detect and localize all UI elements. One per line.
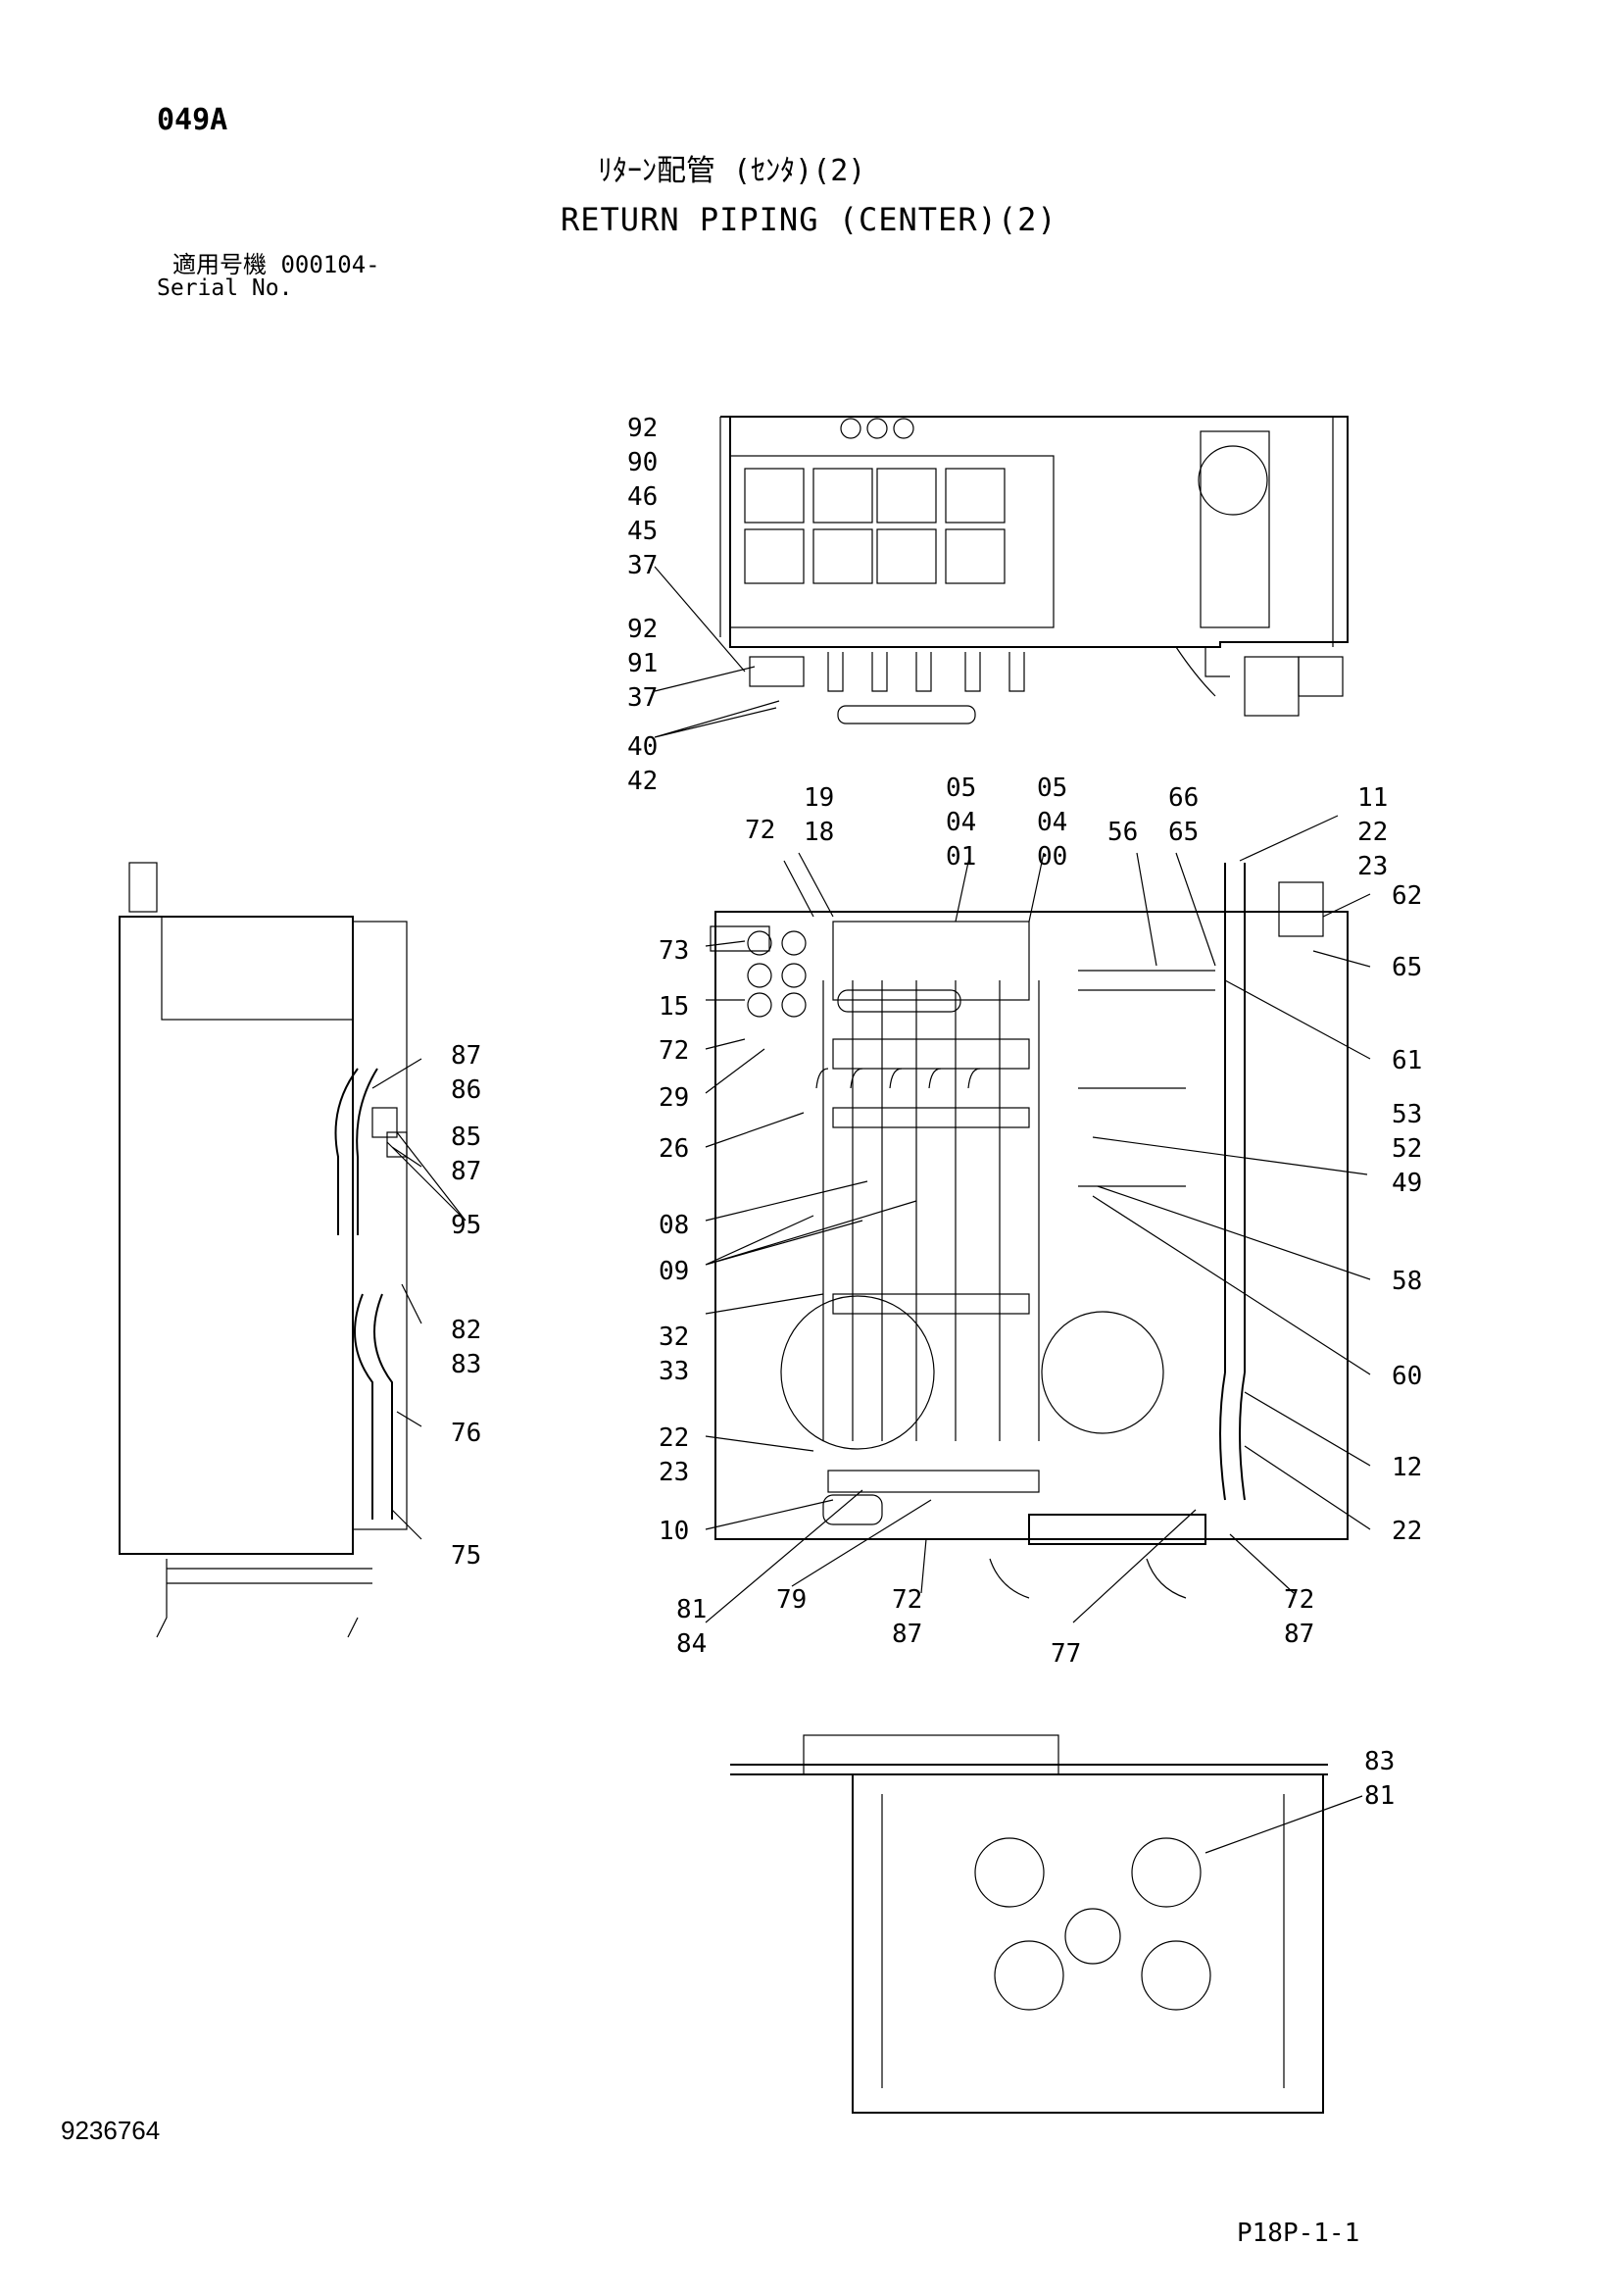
callout-label: 87 bbox=[1284, 1620, 1314, 1649]
callout-label: 75 bbox=[451, 1541, 481, 1571]
callout-label: 05 bbox=[946, 774, 976, 803]
callout-label: 12 bbox=[1392, 1453, 1422, 1482]
callout-label: 79 bbox=[776, 1585, 807, 1615]
callout-label: 37 bbox=[627, 551, 658, 580]
callout-label: 92 bbox=[627, 414, 658, 443]
callout-label: 72 bbox=[892, 1585, 922, 1615]
callout-label: 29 bbox=[659, 1083, 689, 1113]
callout-label: 65 bbox=[1168, 818, 1199, 847]
top-view bbox=[719, 416, 1349, 724]
callout-label: 08 bbox=[659, 1211, 689, 1240]
page-code: 049A bbox=[157, 103, 228, 137]
serial-label-english: Serial No. bbox=[157, 275, 293, 301]
page-reference: P18P-1-1 bbox=[1237, 2219, 1360, 2248]
callout-label: 60 bbox=[1392, 1362, 1422, 1391]
callout-label: 10 bbox=[659, 1517, 689, 1546]
callout-label: 72 bbox=[745, 816, 775, 845]
callout-label: 23 bbox=[1357, 852, 1388, 881]
callout-label: 90 bbox=[627, 448, 658, 477]
callout-numbers: 92 90 46 45 37 92 91 37 40 42 87 86 85 8… bbox=[451, 414, 1422, 1811]
callout-label: 81 bbox=[1364, 1781, 1395, 1811]
callout-label: 83 bbox=[451, 1350, 481, 1379]
callout-label: 04 bbox=[1037, 808, 1067, 837]
title-japanese: ﾘﾀｰﾝ配管 (ｾﾝﾀ)(2) bbox=[598, 154, 866, 188]
callout-label: 19 bbox=[804, 783, 834, 813]
callout-label: 82 bbox=[451, 1316, 481, 1345]
callout-label: 62 bbox=[1392, 881, 1422, 911]
callout-label: 18 bbox=[804, 818, 834, 847]
callout-label: 01 bbox=[946, 842, 976, 872]
callout-label: 22 bbox=[659, 1423, 689, 1453]
serial-label-japanese: 適用号機 000104- bbox=[172, 251, 380, 278]
callout-label: 09 bbox=[659, 1257, 689, 1286]
callout-label: 76 bbox=[451, 1419, 481, 1448]
callout-label: 87 bbox=[892, 1620, 922, 1649]
callout-label: 33 bbox=[659, 1357, 689, 1386]
callout-label: 22 bbox=[1392, 1517, 1422, 1546]
callout-label: 26 bbox=[659, 1134, 689, 1164]
callout-label: 92 bbox=[627, 615, 658, 644]
callout-label: 53 bbox=[1392, 1100, 1422, 1129]
callout-label: 32 bbox=[659, 1323, 689, 1352]
callout-label: 85 bbox=[451, 1123, 481, 1152]
callout-label: 77 bbox=[1051, 1639, 1081, 1669]
callout-label: 42 bbox=[627, 767, 658, 796]
callout-label: 66 bbox=[1168, 783, 1199, 813]
callout-label: 00 bbox=[1037, 842, 1067, 872]
callout-label: 46 bbox=[627, 482, 658, 512]
callout-label: 95 bbox=[451, 1211, 481, 1240]
callout-label: 81 bbox=[676, 1595, 707, 1624]
callout-label: 15 bbox=[659, 992, 689, 1022]
callout-label: 52 bbox=[1392, 1134, 1422, 1164]
callout-label: 11 bbox=[1357, 783, 1388, 813]
callout-label: 58 bbox=[1392, 1267, 1422, 1296]
callout-label: 86 bbox=[451, 1075, 481, 1105]
callout-label: 04 bbox=[946, 808, 976, 837]
callout-label: 72 bbox=[1284, 1585, 1314, 1615]
leader-lines bbox=[371, 566, 1371, 1854]
callout-label: 61 bbox=[1392, 1046, 1422, 1075]
callout-label: 49 bbox=[1392, 1169, 1422, 1198]
document-number: 9236764 bbox=[61, 2116, 161, 2145]
bottom-view bbox=[730, 1734, 1328, 2114]
callout-label: 84 bbox=[676, 1629, 707, 1659]
callout-label: 91 bbox=[627, 649, 658, 678]
callout-label: 40 bbox=[627, 732, 658, 762]
callout-label: 87 bbox=[451, 1041, 481, 1071]
side-view bbox=[119, 862, 408, 1638]
callout-label: 45 bbox=[627, 517, 658, 546]
callout-label: 37 bbox=[627, 683, 658, 713]
title-english: RETURN PIPING (CENTER)(2) bbox=[561, 201, 1057, 238]
callout-label: 87 bbox=[451, 1157, 481, 1186]
callout-label: 56 bbox=[1107, 818, 1138, 847]
main-plan-view bbox=[710, 863, 1349, 1599]
callout-label: 05 bbox=[1037, 774, 1067, 803]
callout-label: 22 bbox=[1357, 818, 1388, 847]
callout-label: 23 bbox=[659, 1458, 689, 1487]
callout-label: 83 bbox=[1364, 1747, 1395, 1776]
callout-label: 72 bbox=[659, 1036, 689, 1066]
callout-label: 65 bbox=[1392, 953, 1422, 982]
callout-label: 73 bbox=[659, 936, 689, 966]
